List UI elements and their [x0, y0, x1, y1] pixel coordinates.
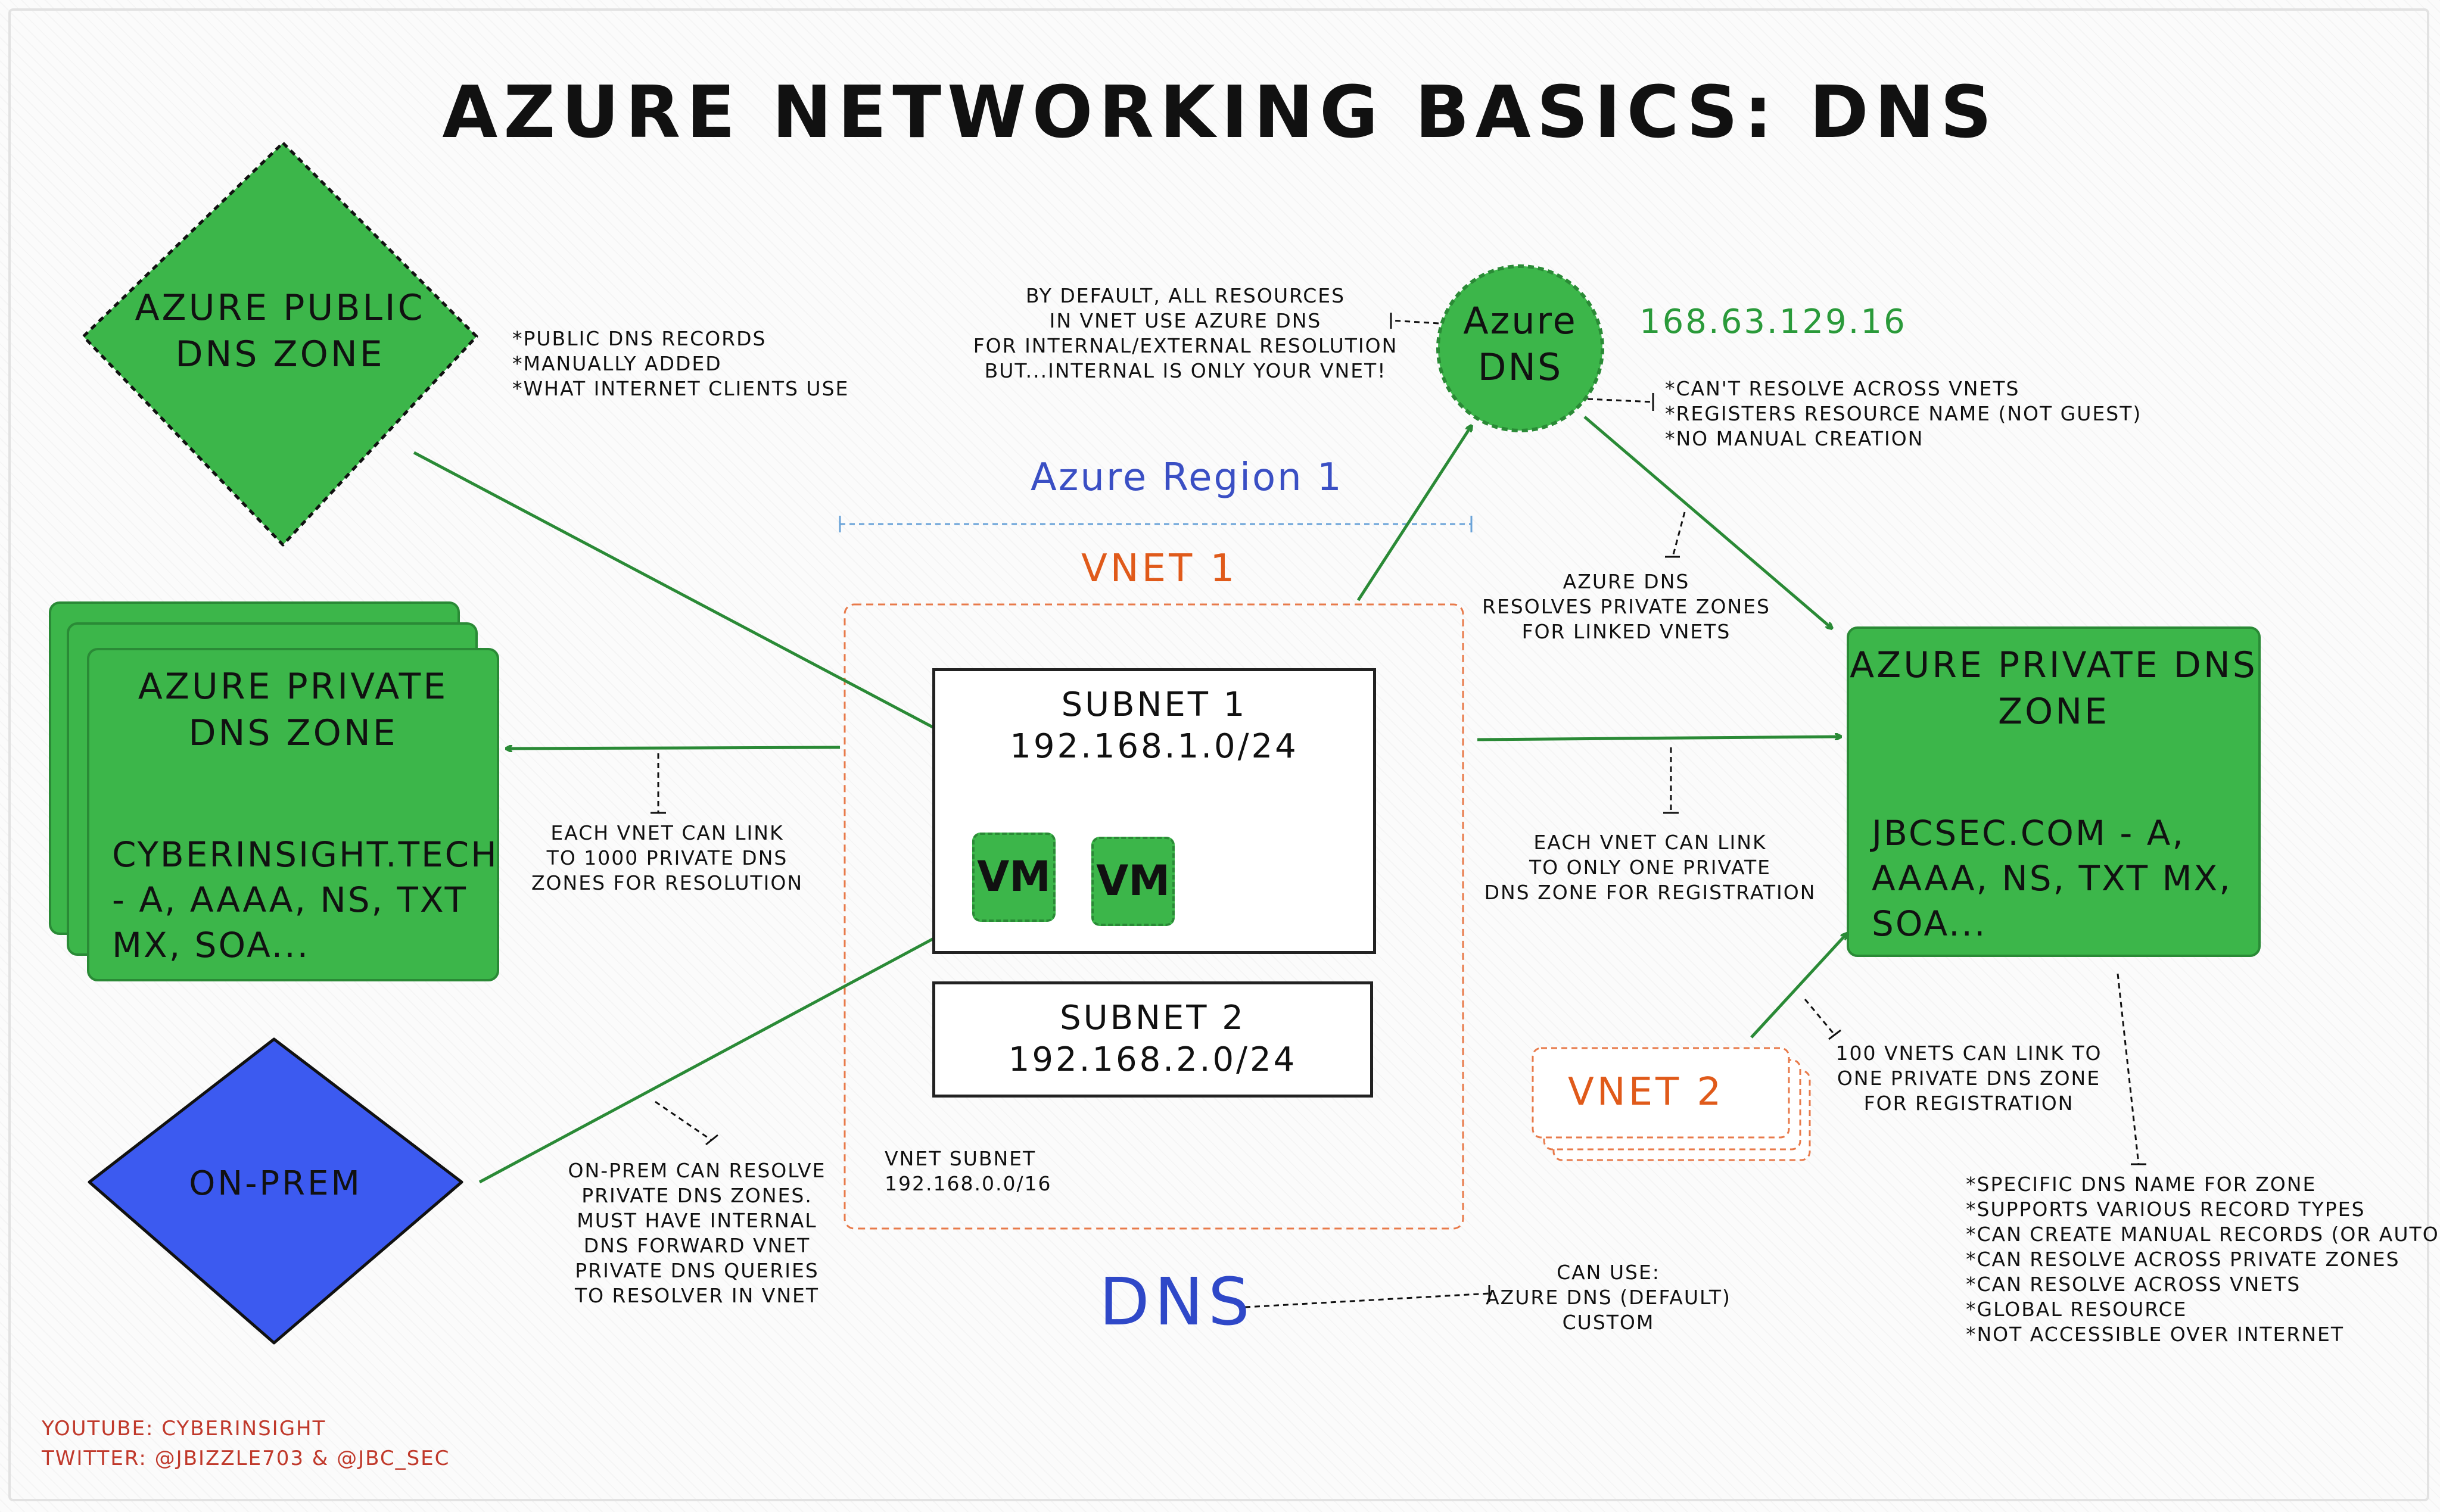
private-zone-left-title: AZURE PRIVATE DNS ZONE — [138, 666, 449, 754]
arrow-vnet1-to-azure-dns — [1356, 426, 1471, 601]
private-zone-right-registration-note: EACH VNET CAN LINK TO ONLY ONE PRIVATE D… — [1484, 831, 1816, 904]
vm-1: VM — [972, 833, 1056, 922]
azure-dns-ip: 168.63.129.16 — [1639, 303, 1907, 341]
private-zone-right-title: AZURE PRIVATE DNS ZONE — [1850, 644, 2258, 732]
onprem-note: ON-PREM CAN RESOLVE PRIVATE DNS ZONES. M… — [568, 1159, 826, 1307]
azure-dns-circle — [1436, 264, 1604, 432]
private-zone-left-records: CYBERINSIGHT.TECH - A, AAAA, NS, TXT MX,… — [112, 834, 499, 965]
arrow-vnet1-to-right-zone — [1477, 737, 1841, 741]
arrow-vnet1-to-left-private-zone — [506, 747, 841, 749]
footer-twitter: TWITTER: @JBIZZLE703 & @JBC_SEC — [42, 1446, 450, 1470]
dns-options-note: CAN USE: AZURE DNS (DEFAULT) CUSTOM — [1486, 1261, 1731, 1334]
arrow-onprem-to-vm — [478, 920, 968, 1184]
private-zone-right: AZURE PRIVATE DNS ZONE JBCSEC.COM - A, A… — [1847, 626, 2261, 957]
public-dns-zone-notes: *PUBLIC DNS RECORDS *MANUALLY ADDED *WHA… — [512, 327, 849, 400]
region-label: Azure Region 1 — [1031, 456, 1343, 500]
subnet2-cidr: 192.168.2.0/24 — [1008, 1040, 1297, 1079]
subnet2-box: SUBNET 2 192.168.2.0/24 — [932, 981, 1373, 1098]
subnet2-name: SUBNET 2 — [1060, 999, 1246, 1037]
onprem-diamond — [88, 1037, 463, 1345]
public-dns-zone-label: AZURE PUBLIC DNS ZONE — [135, 287, 425, 375]
azure-dns-limits-note: *CAN'T RESOLVE ACROSS VNETS *REGISTERS R… — [1665, 377, 2142, 450]
footer-youtube: YOUTUBE: CYBERINSIGHT — [42, 1417, 326, 1441]
dns-label: DNS — [1099, 1264, 1255, 1340]
onprem-label: ON-PREM — [189, 1164, 362, 1203]
vnet2-label: VNET 2 — [1568, 1070, 1725, 1114]
azure-dns-label: Azure DNS — [1463, 299, 1577, 389]
page-title: AZURE NETWORKING BASICS: DNS — [442, 71, 1998, 154]
vnet2-note: 100 VNETS CAN LINK TO ONE PRIVATE DNS ZO… — [1835, 1042, 2102, 1115]
azure-dns-resolve-note: AZURE DNS RESOLVES PRIVATE ZONES FOR LIN… — [1482, 570, 1770, 643]
azure-dns-default-note: BY DEFAULT, ALL RESOURCES IN VNET USE AZ… — [973, 284, 1398, 382]
vnet1-label: VNET 1 — [1081, 547, 1238, 591]
vnet1-box — [844, 603, 1464, 1230]
vm-2: VM — [1091, 837, 1175, 926]
vnet2-stack — [1532, 1047, 1811, 1161]
private-zone-right-features: *SPECIFIC DNS NAME FOR ZONE *SUPPORTS VA… — [1966, 1173, 2440, 1346]
private-zone-left: AZURE PRIVATE DNS ZONE CYBERINSIGHT.TECH… — [87, 648, 499, 981]
public-dns-zone-diamond — [82, 141, 478, 547]
subnet1-cidr: 192.168.1.0/24 — [1010, 727, 1299, 766]
arrow-azure-dns-to-right-zone — [1583, 416, 1832, 628]
private-zone-left-link-note: EACH VNET CAN LINK TO 1000 PRIVATE DNS Z… — [531, 821, 804, 894]
diagram-frame — [8, 8, 2429, 1501]
private-zone-right-records: JBCSEC.COM - A, AAAA, NS, TXT MX, SOA... — [1872, 813, 2232, 944]
arrow-vnet2-to-right-zone — [1750, 934, 1847, 1039]
vnet-subnet-note: VNET SUBNET 192.168.0.0/16 — [885, 1147, 1052, 1195]
subnet1-name: SUBNET 1 — [1061, 685, 1247, 724]
